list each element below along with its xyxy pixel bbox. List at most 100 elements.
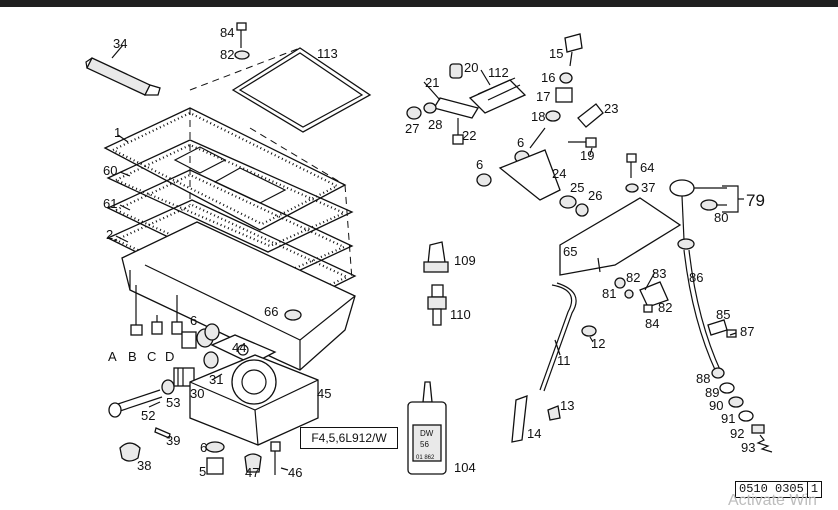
sensor-109 [423, 241, 449, 273]
callout-61: 61 [103, 196, 117, 211]
callout-82a: 82 [220, 47, 234, 62]
callout-80: 80 [714, 210, 728, 225]
bottle-code: 56 [420, 440, 429, 449]
callout-14: 14 [527, 426, 541, 441]
cap-13 [547, 405, 561, 421]
washer-82 [234, 50, 250, 60]
bracket-21 [432, 97, 480, 119]
sensor-110 [427, 284, 447, 326]
bolt-46 [270, 441, 281, 475]
callout-31: 31 [209, 372, 223, 387]
callout-66: 66 [264, 304, 278, 319]
fitting-92 [751, 424, 765, 434]
dipstick-11 [539, 282, 577, 392]
sump-45 [189, 354, 319, 446]
callout-82b: 82 [626, 270, 640, 285]
spring-clip-112 [468, 77, 527, 114]
callout-88: 88 [696, 371, 710, 386]
washer-37 [625, 183, 639, 193]
callout-30: 30 [190, 386, 204, 401]
sealant-tube-34 [85, 57, 161, 96]
callout-16: 16 [541, 70, 555, 85]
callout-1: 1 [114, 125, 121, 140]
sealant-bottle-104: DW 56 01 862 [407, 381, 447, 475]
seal-53 [161, 379, 175, 395]
callout-86: 86 [689, 270, 703, 285]
adapter-17 [555, 87, 573, 103]
callout-15: 15 [549, 46, 563, 61]
filler-cap-15 [564, 33, 583, 67]
bottle-number: 01 862 [416, 455, 435, 461]
tube-14 [511, 395, 528, 443]
callout-92: 92 [730, 426, 744, 441]
callout-47: 47 [245, 465, 259, 480]
plug-30 [173, 367, 195, 387]
washer-6b [205, 441, 225, 453]
cap-38 [119, 442, 141, 462]
callout-52: 52 [141, 408, 155, 423]
callout-37: 37 [641, 180, 655, 195]
bolt-64 [626, 153, 637, 178]
top-border-bar [0, 0, 838, 7]
os-activation-watermark: Activate Win [728, 492, 817, 509]
ring-26 [575, 203, 589, 217]
ring-25 [559, 195, 577, 209]
callout-34: 34 [113, 36, 127, 51]
reference-main: 0510 0305 [739, 482, 804, 496]
callout-112: 112 [488, 65, 509, 80]
nut-20 [449, 63, 463, 79]
bolt-a [130, 285, 143, 336]
callout-82c: 82 [658, 300, 672, 315]
reference-number: 0510 0305 1 [735, 481, 823, 498]
seal-16 [559, 72, 573, 84]
callout-39: 39 [166, 433, 180, 448]
leader-lines [111, 44, 737, 471]
washer-82b [624, 289, 634, 299]
callout-45: 45 [317, 386, 331, 401]
reference-sheet: 1 [806, 482, 821, 497]
callout-28: 28 [428, 117, 442, 132]
callout-53: 53 [166, 395, 180, 410]
callout-d: D [165, 349, 174, 364]
bolt-b [151, 315, 163, 335]
callout-20: 20 [464, 60, 478, 75]
callout-2: 2 [106, 227, 113, 242]
cover-plate-113 [231, 47, 372, 133]
callout-84b: 84 [645, 316, 659, 331]
callout-104: 104 [454, 460, 476, 475]
bolt-22 [452, 118, 464, 145]
callout-91: 91 [721, 411, 735, 426]
bolt-84 [236, 22, 247, 48]
fitting-89 [719, 382, 735, 394]
callout-a: A [108, 349, 117, 364]
callout-81: 81 [602, 286, 616, 301]
nut-27 [406, 106, 422, 120]
washer-6a [204, 323, 220, 341]
callout-60: 60 [103, 163, 117, 178]
fitting-90 [728, 396, 744, 408]
callout-21: 21 [425, 75, 439, 90]
callout-89: 89 [705, 385, 719, 400]
gasket-60 [106, 139, 354, 253]
spring-93 [756, 434, 773, 453]
bolt-19 [568, 137, 597, 148]
callout-b: B [128, 349, 137, 364]
callout-38: 38 [137, 458, 151, 473]
plug-47 [244, 453, 262, 473]
callout-25: 25 [570, 180, 584, 195]
callout-18: 18 [531, 109, 545, 124]
callout-12: 12 [591, 336, 605, 351]
callout-19: 19 [580, 148, 594, 163]
callout-13: 13 [560, 398, 574, 413]
callout-79: 79 [746, 191, 765, 210]
callout-65: 65 [563, 244, 577, 259]
oil-pan [121, 221, 356, 371]
guide-tube-86 [677, 238, 722, 373]
callout-11: 11 [557, 353, 571, 368]
callout-6a: 6 [190, 313, 197, 328]
nut-28 [423, 102, 437, 114]
callout-26: 26 [588, 188, 602, 203]
bolt-84b [643, 304, 653, 313]
alignment-lines [189, 47, 353, 281]
bracket-83 [639, 281, 669, 308]
